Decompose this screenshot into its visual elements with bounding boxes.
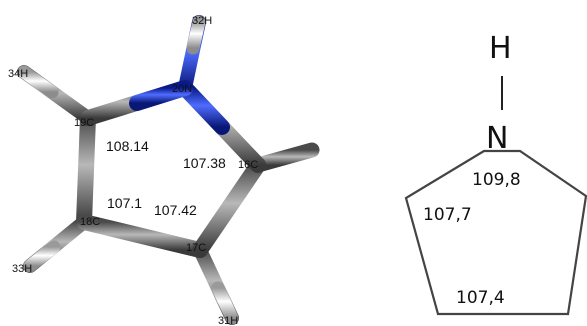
schematic-atom-h: H: [489, 31, 512, 66]
pyrrole-schematic: H N 109,8 107,7 107,4: [404, 31, 587, 316]
angle-label-c18: 107.1: [107, 195, 142, 211]
atom-label-h32: 32H: [192, 15, 212, 27]
atom-label-c17: 17C: [186, 242, 206, 254]
angle-label-c19: 108.14: [106, 138, 149, 154]
bond-c18-c17: [76, 214, 208, 258]
atom-label-c19: 19C: [74, 117, 94, 129]
bond-n20-c19-blue: [129, 80, 193, 111]
bond-c19-h34-tip: [17, 65, 59, 99]
schematic-angle-n: 109,8: [472, 170, 521, 190]
schematic-angle-bottom: 107,4: [456, 288, 505, 308]
model-bonds: [17, 15, 320, 325]
angle-label-c17: 107.42: [154, 202, 197, 218]
bond-c16-n20-blue: [177, 80, 230, 135]
bond-c18-h33-tip: [23, 240, 61, 273]
bond-c16-stub: [250, 142, 320, 173]
bond-c19-c18: [76, 110, 96, 230]
schematic-atom-n: N: [486, 121, 508, 156]
molecule-model: 20N 19C 18C 17C 16C 32H 34H 33H 31H 108.…: [8, 15, 320, 326]
atom-label-h33: 33H: [12, 263, 32, 275]
atom-label-h34: 34H: [8, 68, 28, 80]
bond-c17-c16: [192, 157, 266, 258]
model-angle-labels: 108.14 107.38 107.1 107.42: [106, 138, 226, 218]
bond-n20-h32-tip: [186, 15, 206, 55]
atom-label-c16: 16C: [238, 159, 258, 171]
atom-label-h31: 31H: [218, 315, 238, 326]
angle-label-c16: 107.38: [183, 155, 226, 171]
atom-label-n20: 20N: [172, 83, 192, 95]
model-atom-labels: 20N 19C 18C 17C 16C 32H 34H 33H 31H: [8, 15, 258, 326]
atom-label-c18: 18C: [80, 216, 100, 228]
bond-c17-h31-tip: [211, 281, 239, 325]
schematic-ring: [404, 149, 587, 316]
schematic-angle-left: 107,7: [423, 205, 472, 225]
